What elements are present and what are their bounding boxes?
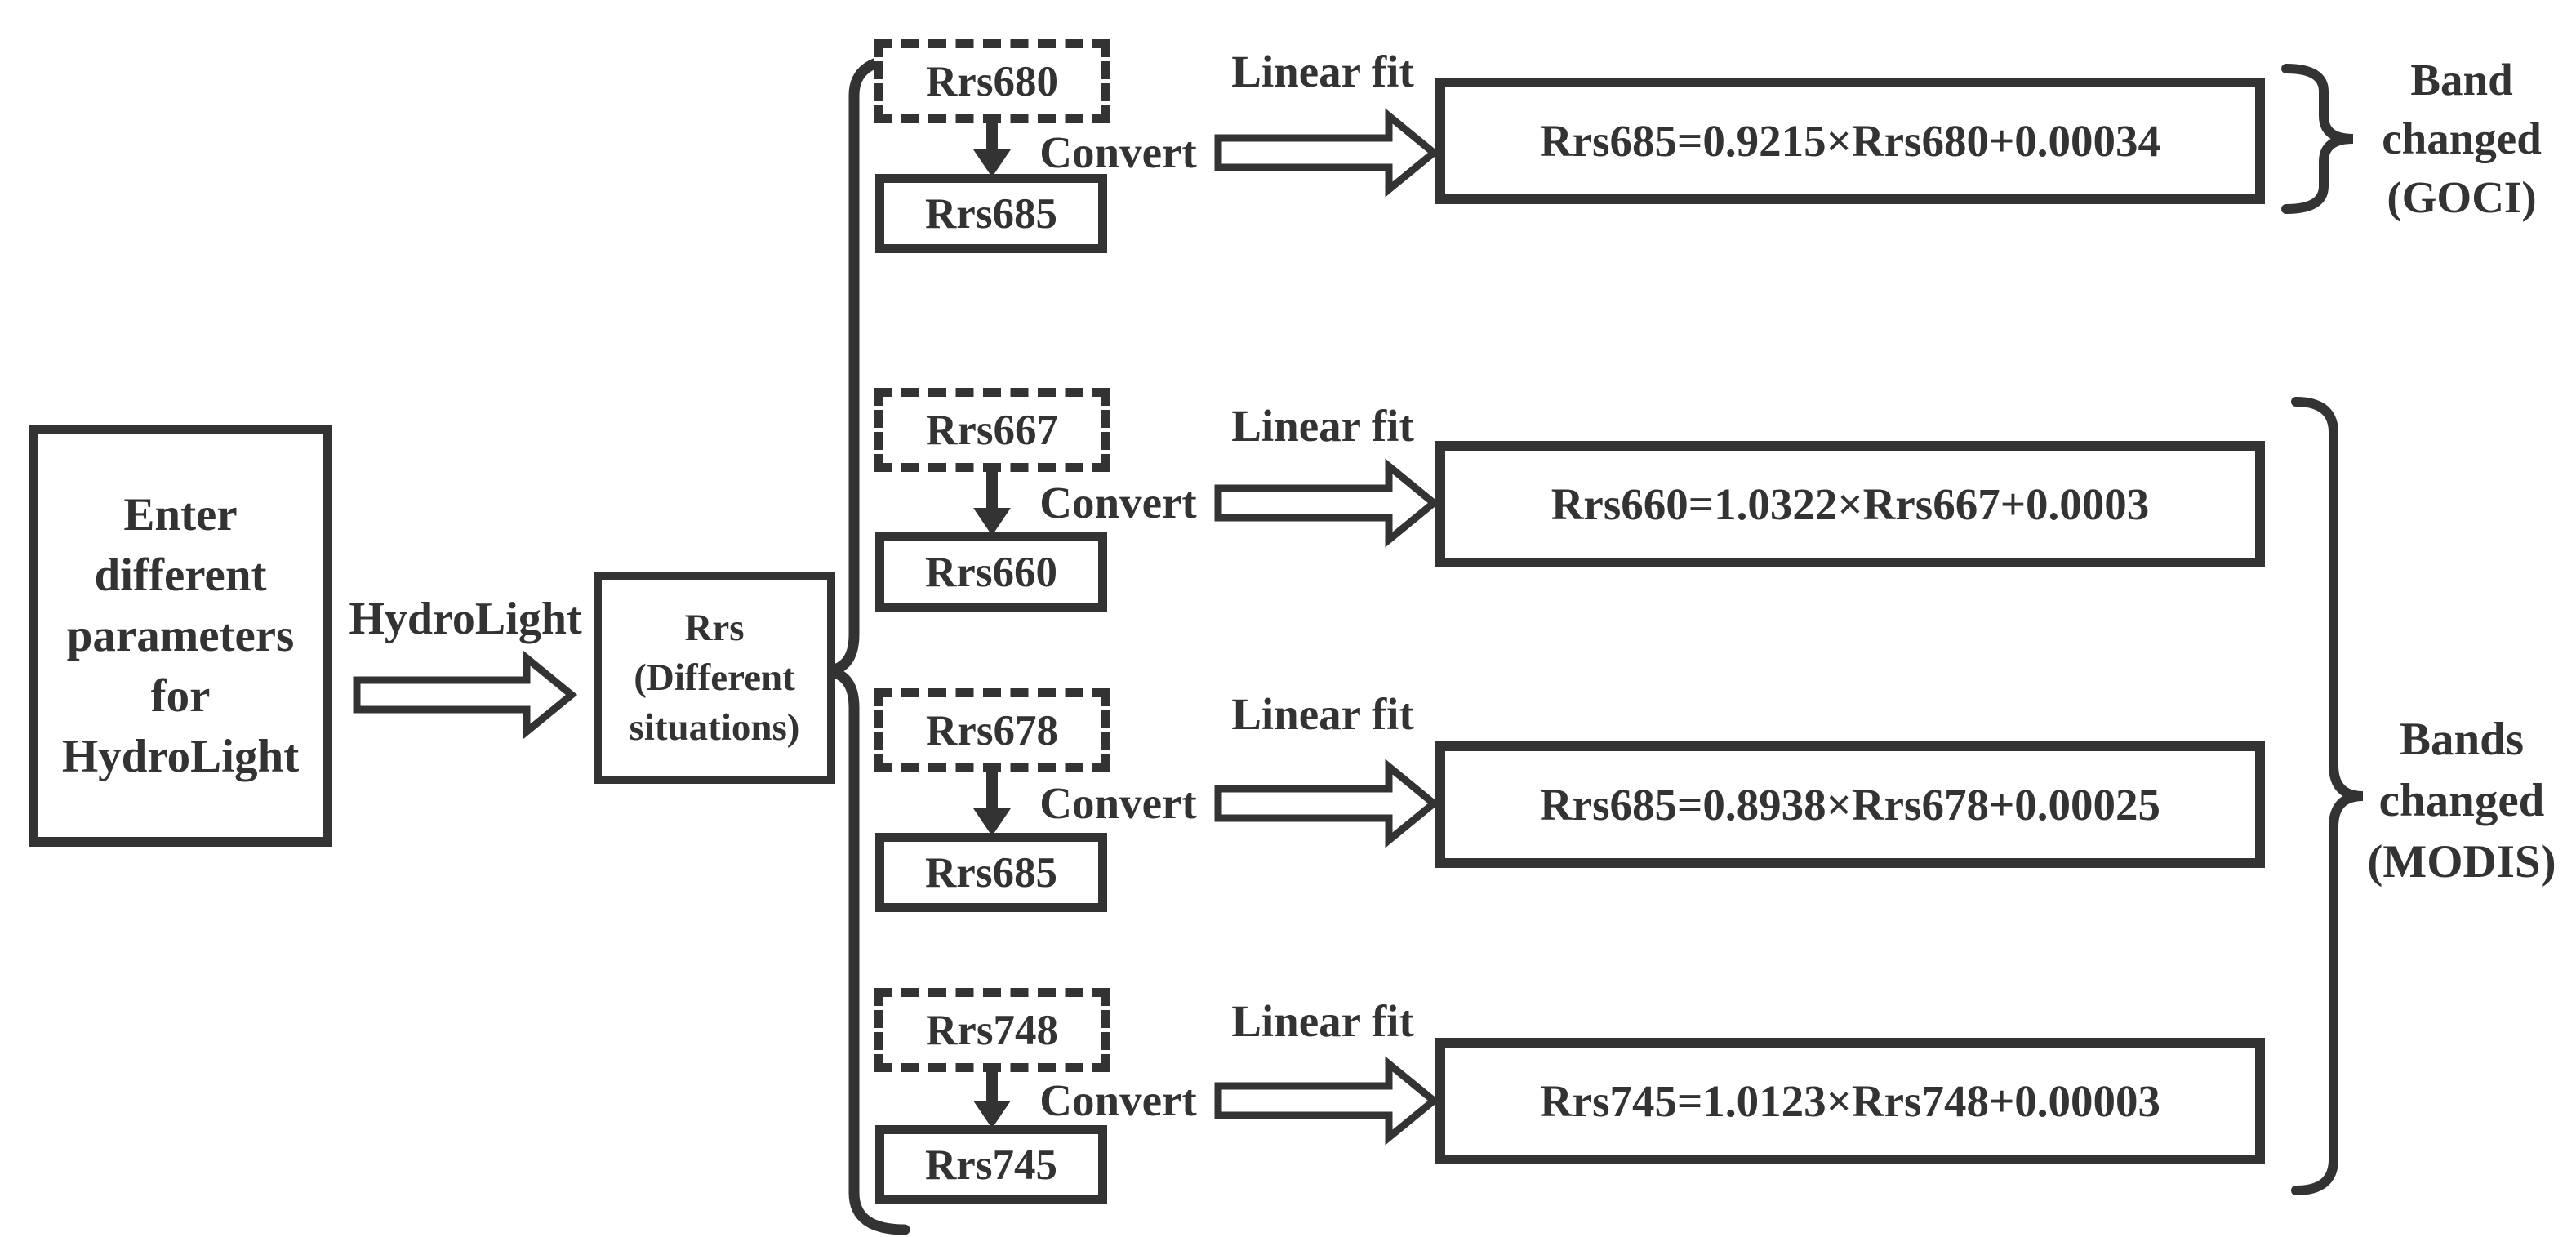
rrs-situations-box: Rrs (Different situations)	[594, 572, 835, 784]
formula-box: Rrs745=1.0123×Rrs748+0.00003	[1435, 1038, 2265, 1164]
linear-fit-arrow-icon	[1214, 458, 1440, 548]
dashed-source-box: Rrs678	[874, 688, 1110, 772]
hydrolight-label: HydroLight	[349, 594, 582, 644]
dashed-source-box: Rrs748	[874, 988, 1110, 1072]
input-parameters-line: for	[150, 670, 211, 722]
formula-box: Rrs685=0.8938×Rrs678+0.00025	[1435, 741, 2265, 868]
dashed-source-box: Rrs667	[874, 388, 1110, 472]
rrs-box-line: Rrs	[684, 606, 745, 649]
input-parameters-line: parameters	[66, 609, 295, 661]
solid-target-box: Rrs660	[875, 532, 1107, 612]
modis-group-line: (MODIS)	[2367, 836, 2556, 888]
modis-group-line: Bands	[2399, 714, 2525, 765]
convert-arrow-icon	[973, 771, 1011, 836]
modis-group-label: Bands changed (MODIS)	[2358, 709, 2565, 892]
linear-fit-arrow-icon	[1214, 1056, 1440, 1146]
hydrolight-arrow-icon	[353, 650, 578, 740]
solid-target-box: Rrs685	[875, 833, 1107, 912]
rrs-box-line: (Different	[634, 656, 795, 699]
goci-brace-icon	[2281, 64, 2354, 214]
goci-group-label: Band changed (GOCI)	[2362, 51, 2561, 227]
convert-label: Convert	[1039, 478, 1197, 527]
modis-brace-icon	[2291, 397, 2364, 1195]
linear-fit-label: Linear fit	[1231, 689, 1414, 739]
formula-box: Rrs660=1.0322×Rrs667+0.0003	[1435, 441, 2265, 567]
input-parameters-line: different	[94, 549, 267, 601]
linear-fit-arrow-icon	[1214, 759, 1440, 848]
convert-label: Convert	[1039, 1075, 1197, 1125]
modis-group-line: changed	[2378, 775, 2545, 826]
dashed-source-box: Rrs680	[874, 39, 1110, 123]
convert-arrow-icon	[973, 121, 1011, 177]
goci-group-line: (GOCI)	[2387, 172, 2537, 222]
formula-box: Rrs685=0.9215×Rrs680+0.00034	[1435, 78, 2265, 204]
input-parameters-line: HydroLight	[61, 730, 300, 782]
convert-arrow-icon	[973, 1070, 1011, 1128]
input-parameters-line: Enter	[123, 488, 238, 541]
convert-arrow-icon	[973, 470, 1011, 536]
solid-target-box: Rrs745	[875, 1125, 1107, 1204]
convert-label: Convert	[1039, 778, 1197, 828]
linear-fit-label: Linear fit	[1231, 47, 1414, 96]
rrs-box-line: situations)	[629, 705, 800, 749]
linear-fit-arrow-icon	[1214, 108, 1440, 198]
convert-label: Convert	[1039, 127, 1197, 177]
linear-fit-label: Linear fit	[1231, 401, 1414, 451]
goci-group-line: changed	[2382, 113, 2542, 163]
input-parameters-box: Enter different parameters for HydroLigh…	[29, 425, 332, 847]
solid-target-box: Rrs685	[875, 174, 1107, 253]
goci-group-line: Band	[2410, 55, 2513, 105]
linear-fit-label: Linear fit	[1231, 996, 1414, 1046]
